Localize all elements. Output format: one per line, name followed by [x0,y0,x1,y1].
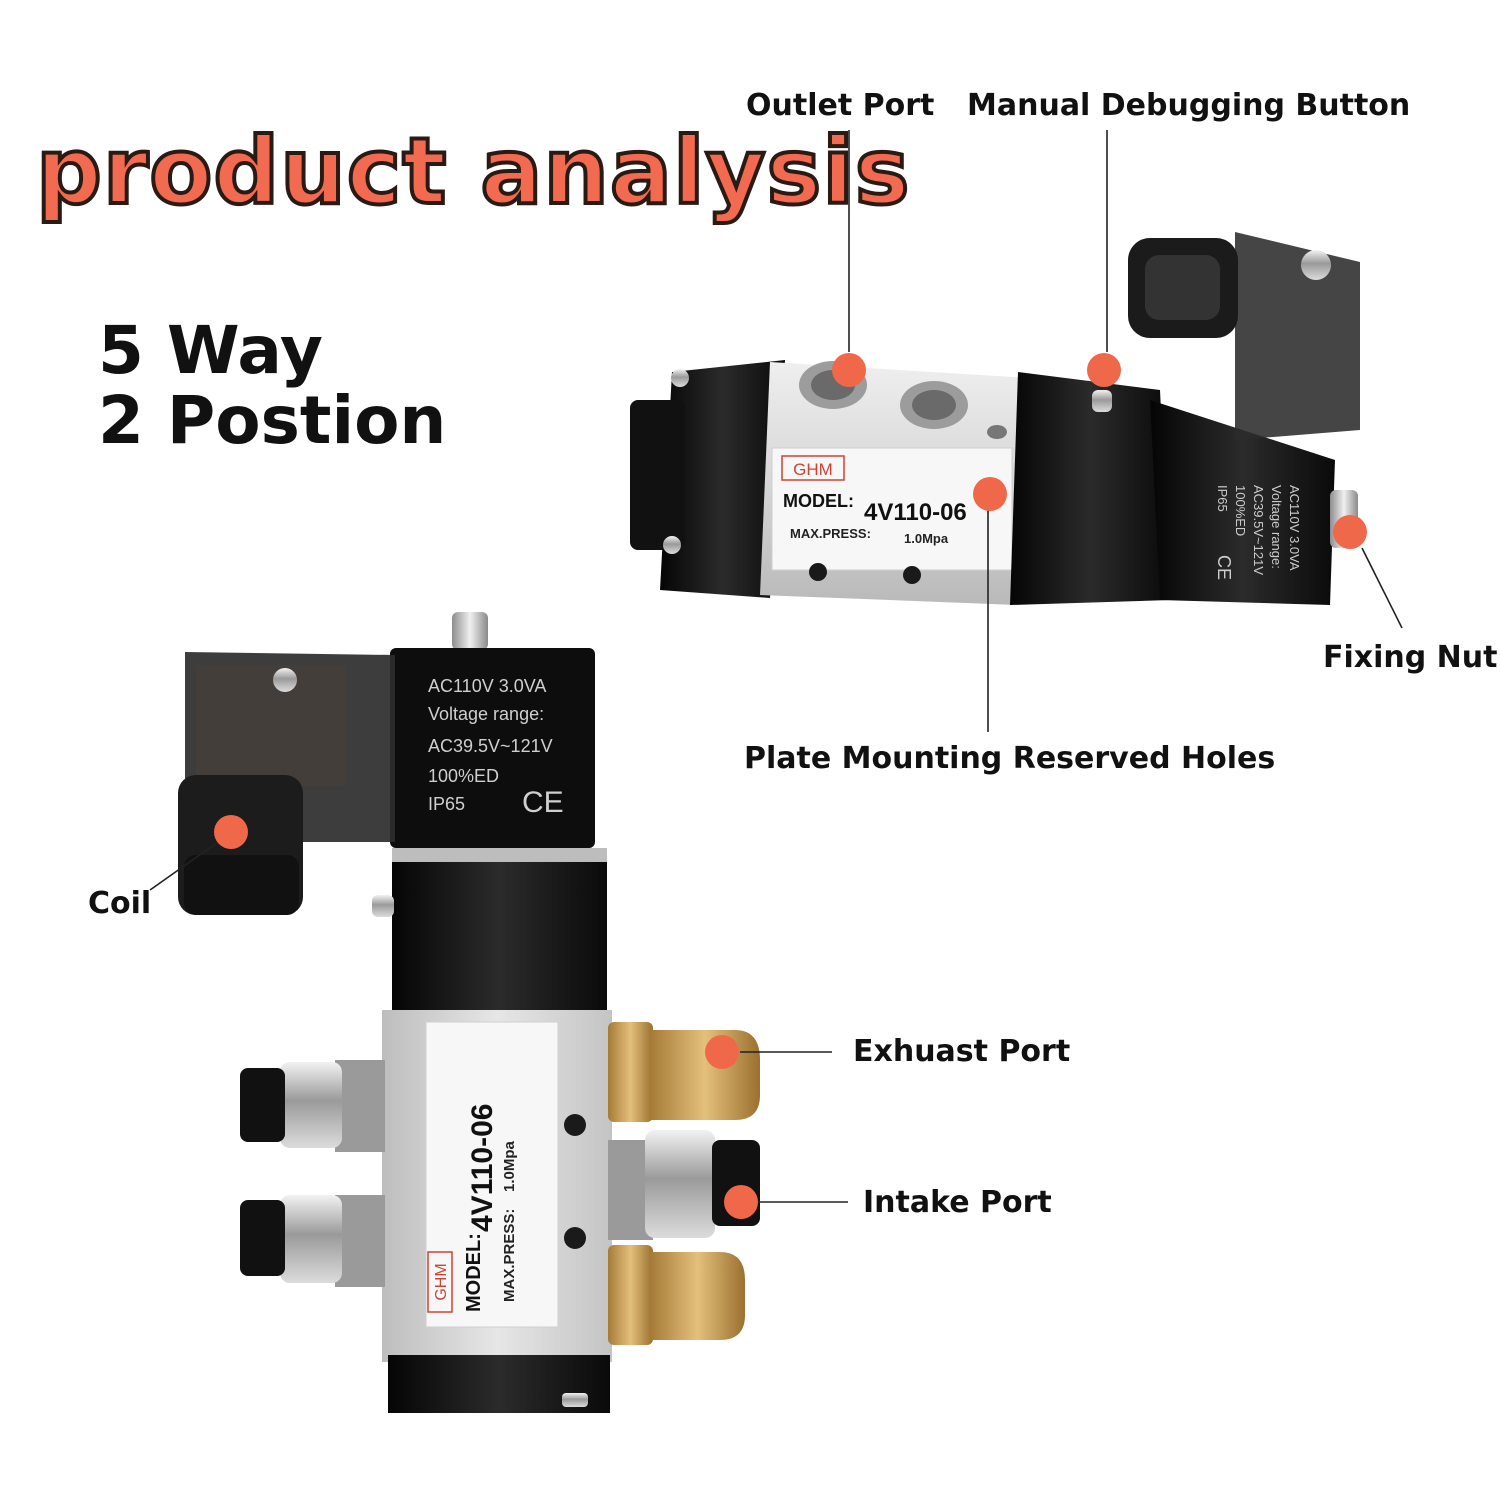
svg-text:Voltage range:: Voltage range: [428,704,544,724]
intake-push-fitting [608,1130,760,1240]
exhaust-muffler-lower [608,1245,745,1345]
top-valve-model-number: 4V110-06 [864,499,967,526]
svg-text:AC110V 3.0VA: AC110V 3.0VA [1287,485,1302,571]
svg-text:AC39.5V~121V: AC39.5V~121V [1251,485,1266,575]
outlet-port-dot [832,353,866,387]
bottom-manual-button [372,895,394,917]
top-coil-block [1150,400,1335,605]
fixing-nut-label: Fixing Nut [1323,640,1498,675]
top-valve-press-label: MAX.PRESS: [790,526,871,541]
svg-text:AC110V 3.0VA: AC110V 3.0VA [428,676,546,696]
svg-text:AC39.5V~121V: AC39.5V~121V [428,736,553,756]
intake-port-label: Intake Port [863,1185,1052,1220]
top-valve-press-value: 1.0Mpa [904,531,949,546]
top-valve: GHM MODEL: 4V110-06 MAX.PRESS: 1.0Mpa AC… [630,232,1360,605]
top-valve-model-label: MODEL: [783,491,854,511]
page-title: product analysis [34,116,912,227]
fixing-nut-leader [1361,547,1403,629]
top-valve-black-body [1010,372,1170,605]
top-connector-screw [1301,250,1331,280]
plate-mounting-holes-label: Plate Mounting Reserved Holes [744,741,1276,776]
top-valve-end-plate [630,400,685,550]
subtitle-line-1: 5 Way [98,312,323,389]
svg-text:GHM: GHM [433,1263,450,1300]
svg-text:100%ED: 100%ED [428,766,499,786]
left-push-fitting [240,1060,385,1152]
exhaust-port-label: Exhuast Port [853,1034,1071,1069]
coil-leader [149,841,219,891]
top-valve-brand: GHM [793,460,833,479]
exhaust-port-dot [705,1035,739,1069]
bottom-valve-black-body [392,848,607,1013]
top-connector-housing [1235,232,1360,440]
svg-text:IP65: IP65 [1215,485,1230,512]
top-valve-end-cap [660,360,785,598]
svg-text:MAX.PRESS:: MAX.PRESS: [501,1209,518,1302]
coil-dot [214,815,248,849]
top-mounting-hole [809,563,827,581]
svg-text:CE: CE [522,786,564,819]
svg-text:IP65: IP65 [428,794,465,814]
top-coil-text: AC110V 3.0VA Voltage range: AC39.5V~121V… [1214,485,1302,580]
svg-text:100%ED: 100%ED [1233,485,1248,536]
top-mounting-hole [903,566,921,584]
svg-text:MODEL:: MODEL: [463,1233,485,1312]
bottom-coil-text: AC110V 3.0VA Voltage range: AC39.5V~121V… [428,676,564,819]
subtitle-line-2: 2 Postion [98,382,447,459]
svg-text:CE: CE [1214,555,1234,580]
bottom-coil-block [390,648,595,848]
bottom-valve: AC110V 3.0VA Voltage range: AC39.5V~121V… [178,612,760,1413]
svg-text:Voltage range:: Voltage range: [1269,485,1284,569]
bottom-mounting-hole [564,1227,586,1249]
bottom-fixing-nut [452,612,488,650]
bottom-mounting-hole [564,1114,586,1136]
coil-label: Coil [88,886,152,921]
bottom-valve-label-text: GHM MODEL: 4V110-06 MAX.PRESS: 1.0Mpa [427,1104,518,1313]
exhaust-muffler-upper [608,1022,760,1122]
top-valve-label-plate [771,447,1013,571]
callouts [149,130,1403,1219]
svg-text:1.0Mpa: 1.0Mpa [501,1140,518,1192]
left-push-fitting [240,1195,385,1287]
manual-button-dot [1087,353,1121,387]
outlet-port-label: Outlet Port [746,88,935,123]
fixing-nut-dot [1333,515,1367,549]
intake-port-dot [724,1185,758,1219]
mounting-holes-dot [973,477,1007,511]
bottom-connector-screw [273,668,297,692]
top-valve-screw [671,369,689,387]
bottom-valve-label-plate [425,1021,559,1328]
top-manual-button [1092,390,1112,412]
manual-debugging-button-label: Manual Debugging Button [967,88,1411,123]
svg-text:4V110-06: 4V110-06 [466,1104,499,1232]
top-valve-screw [663,536,681,554]
